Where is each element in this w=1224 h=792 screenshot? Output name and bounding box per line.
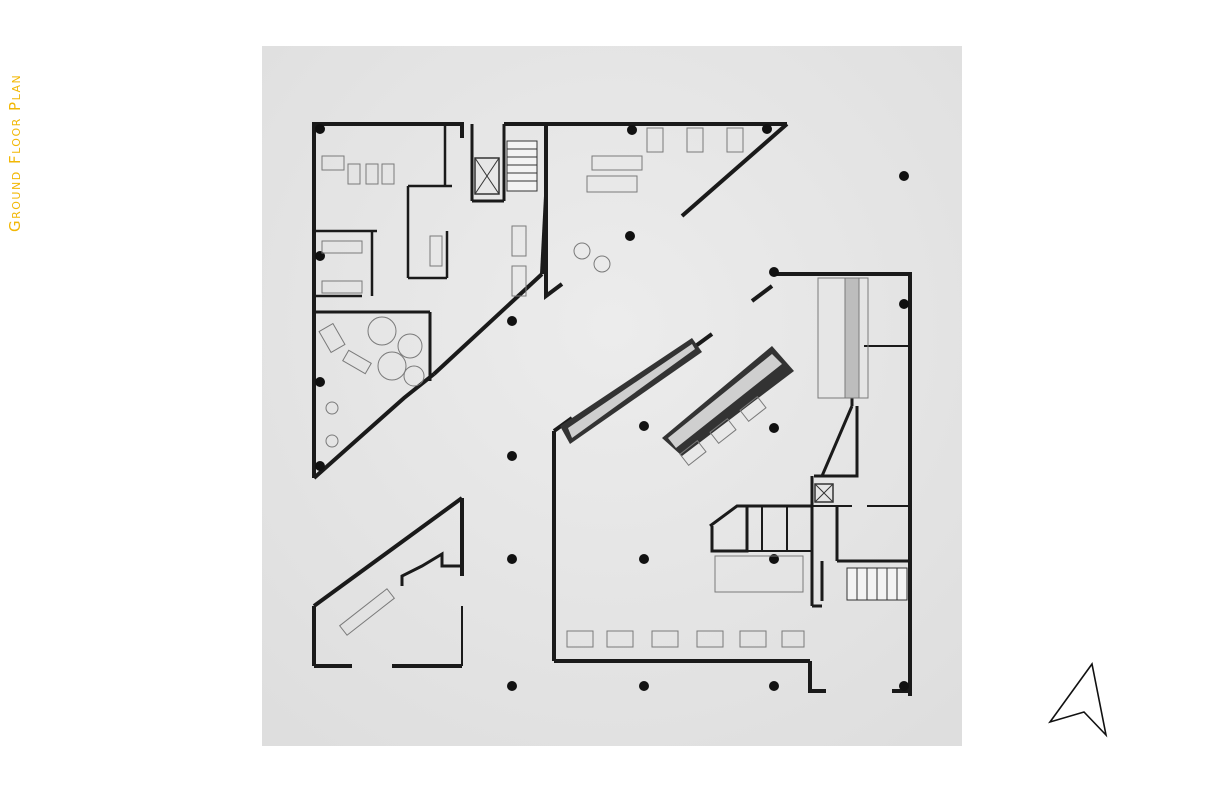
stairs bbox=[474, 140, 908, 601]
escalators bbox=[560, 338, 794, 456]
furniture bbox=[318, 155, 869, 636]
dining-tables bbox=[566, 127, 805, 648]
north-arrow-icon bbox=[1047, 662, 1108, 738]
page-title: Ground Floor Plan bbox=[6, 73, 24, 232]
floor-plan bbox=[262, 46, 962, 746]
walls bbox=[312, 122, 912, 696]
